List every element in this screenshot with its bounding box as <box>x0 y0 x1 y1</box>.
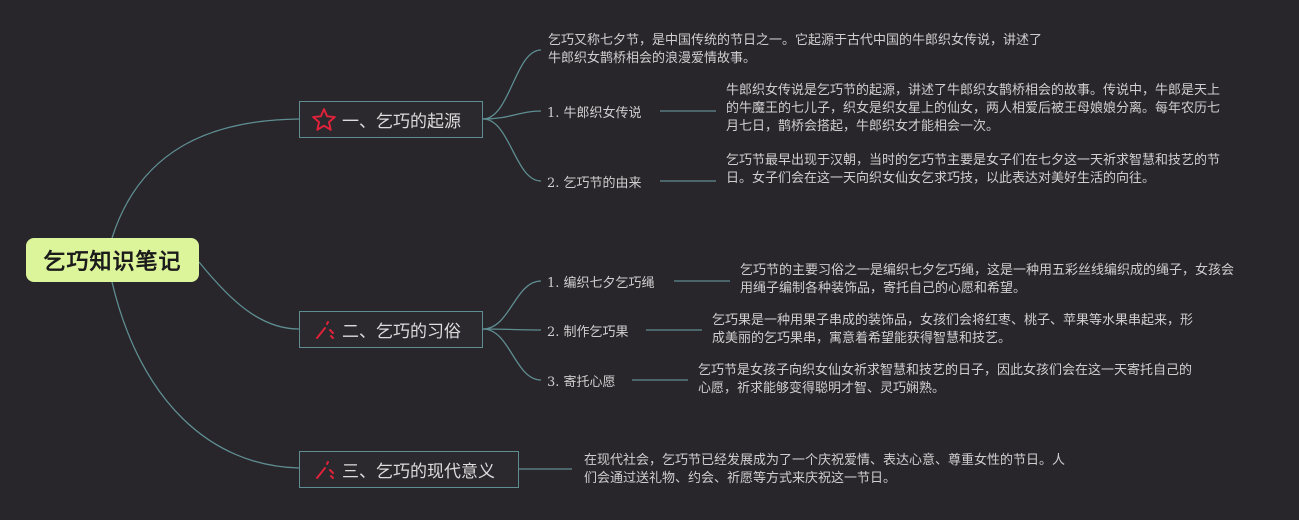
branch-customs[interactable]: 二、乞巧的习俗 <box>299 311 483 348</box>
branch-origin-intro: 乞巧又称七夕节，是中国传统的节日之一。它起源于古代中国的牛郎织女传说，讲述了牛郎… <box>548 33 1043 66</box>
customs-item-wish[interactable]: 3. 寄托心愿 <box>547 375 616 390</box>
branch-modern[interactable]: 三、乞巧的现代意义 <box>299 451 519 488</box>
branch-customs-label: 二、乞巧的习俗 <box>342 322 461 342</box>
root-label: 乞巧知识笔记 <box>43 250 182 275</box>
branch-origin-label: 一、乞巧的起源 <box>342 112 461 132</box>
connector-root-branch-2 <box>198 261 300 330</box>
customs-item-rope-note: 乞巧节的主要习俗之一是编织七夕乞巧绳，这是一种用五彩丝线编织成的绳子，女孩会用绳… <box>740 263 1235 296</box>
connector-b2-item1 <box>482 280 542 330</box>
sparkle-icon <box>310 457 338 483</box>
origin-item-history-note: 乞巧节最早出现于汉朝，当时的乞巧节主要是女子们在七夕这一天祈求智慧和技艺的节日。… <box>726 153 1221 186</box>
origin-item-legend[interactable]: 1. 牛郎织女传说 <box>547 106 642 121</box>
customs-item-fruit-note: 乞巧果是一种用果子串成的装饰品，女孩们会将红枣、桃子、苹果等水果串起来，形成美丽… <box>712 313 1194 346</box>
root-node[interactable]: 乞巧知识笔记 <box>26 238 199 282</box>
connector-root-branch-1 <box>111 118 300 239</box>
customs-item-wish-note: 乞巧节是女孩子向织女仙女祈求智慧和技艺的日子，因此女孩们会在这一天寄托自己的心愿… <box>698 363 1193 396</box>
connector-root-branch-3 <box>111 281 300 469</box>
connector-b2-item2 <box>482 328 542 331</box>
connector-b1-item2 <box>482 118 542 182</box>
connector-b2-item3 <box>482 328 542 381</box>
branch-origin[interactable]: 一、乞巧的起源 <box>299 101 483 138</box>
connector-b1-item1 <box>482 110 542 120</box>
sparkle-icon <box>310 317 338 343</box>
star-icon <box>310 107 338 133</box>
customs-item-rope[interactable]: 1. 编织七夕乞巧绳 <box>547 276 655 291</box>
origin-item-legend-note: 牛郎织女传说是乞巧节的起源，讲述了牛郎织女鹊桥相会的故事。传说中，牛郎是天上的牛… <box>726 83 1221 134</box>
connector-b1-intro <box>482 49 542 120</box>
customs-item-fruit[interactable]: 2. 制作乞巧果 <box>547 325 629 340</box>
origin-item-history[interactable]: 2. 乞巧节的由来 <box>547 176 642 191</box>
branch-modern-note: 在现代社会，乞巧节已经发展成为了一个庆祝爱情、表达心意、尊重女性的节日。人们会通… <box>584 453 1066 486</box>
branch-modern-label: 三、乞巧的现代意义 <box>342 462 495 482</box>
